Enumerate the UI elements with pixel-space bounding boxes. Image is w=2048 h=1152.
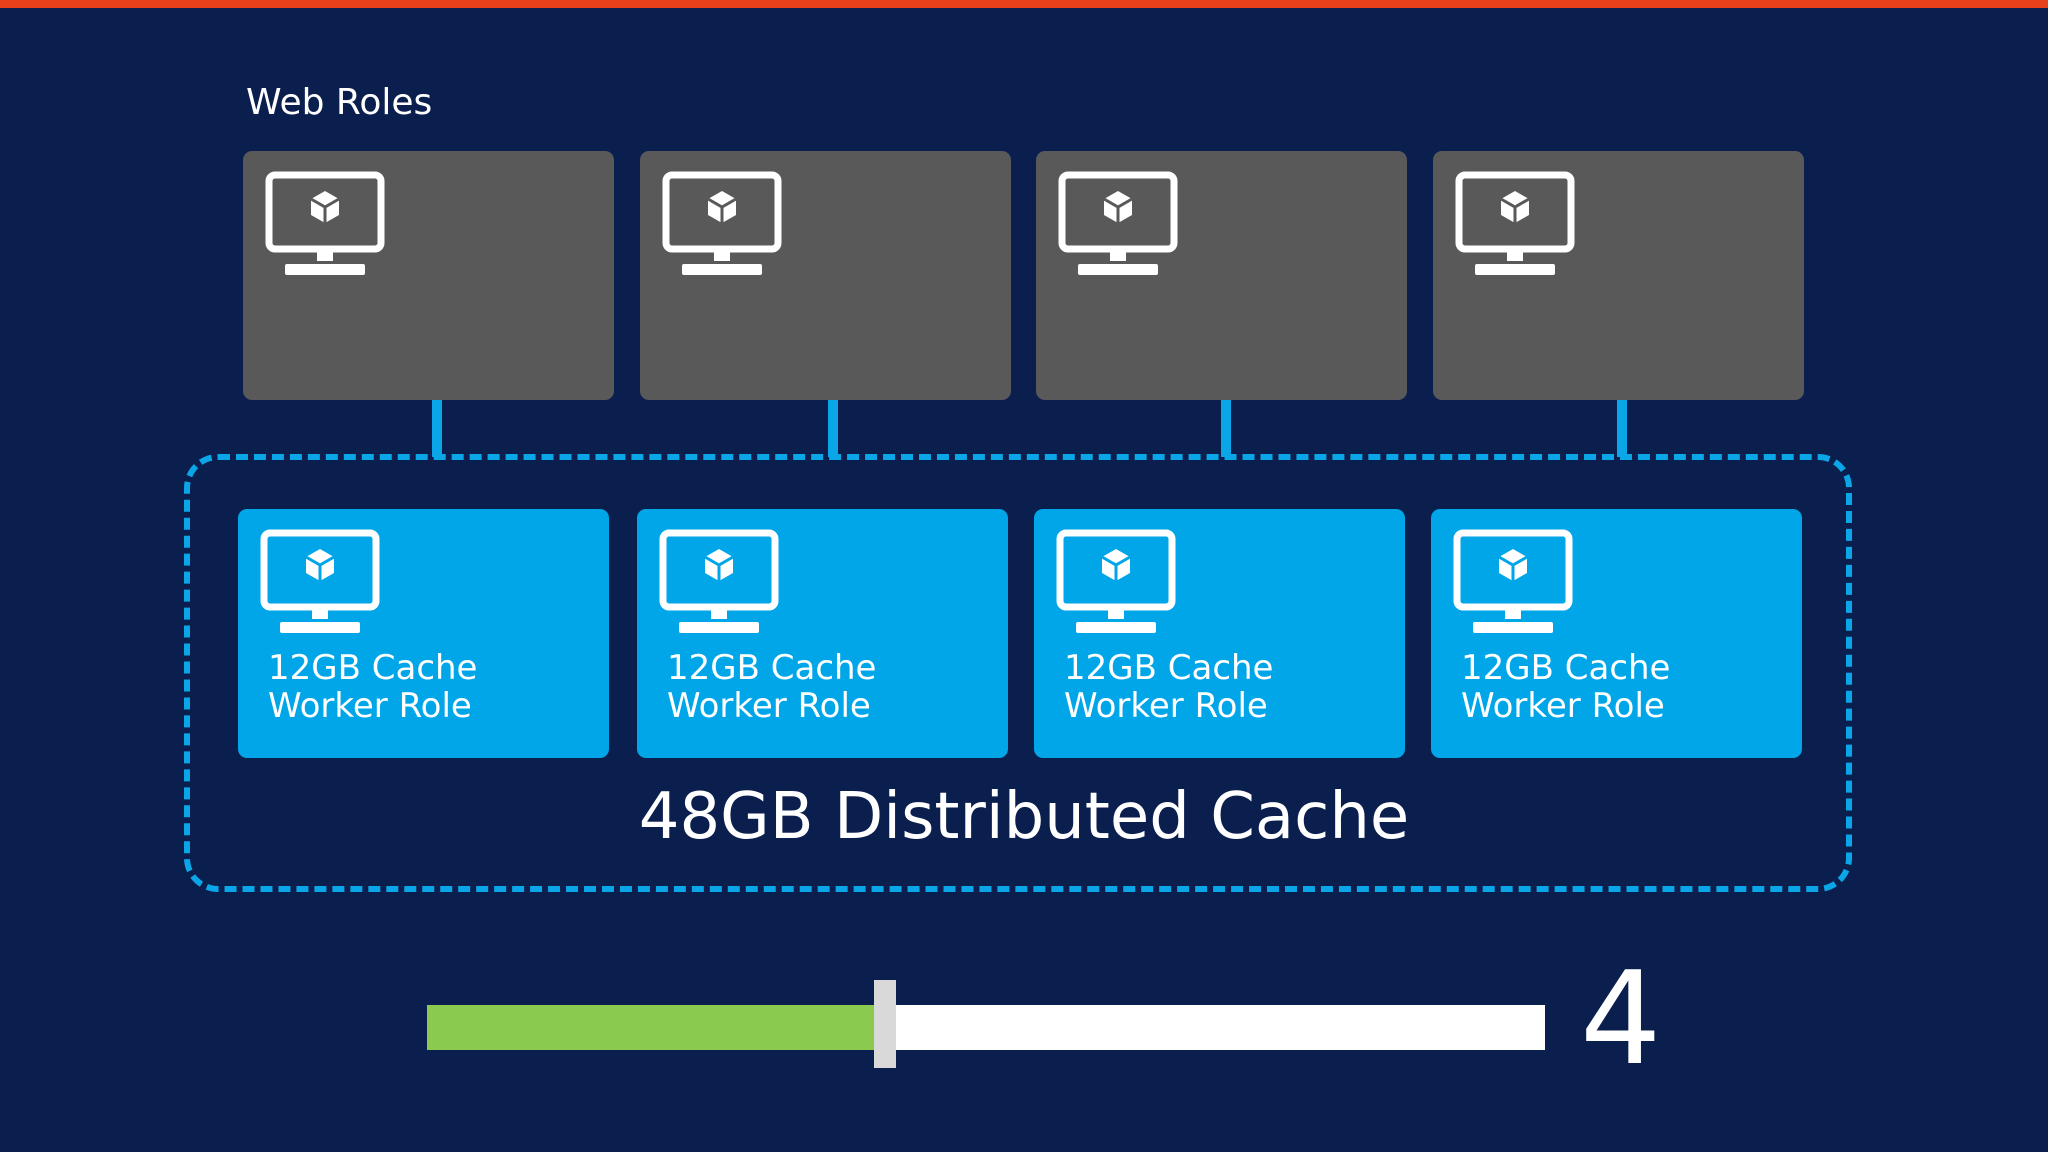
- cache-worker-role: 12GB Cache Worker Role: [1431, 509, 1802, 758]
- worker-role-name: Worker Role: [268, 686, 472, 726]
- worker-cache-size: 12GB Cache: [1461, 648, 1671, 688]
- vm-monitor-icon: [260, 529, 380, 633]
- cache-worker-role: 12GB Cache Worker Role: [238, 509, 609, 758]
- web-roles-title: Web Roles: [246, 82, 433, 123]
- worker-cache-size: 12GB Cache: [667, 648, 877, 688]
- distributed-cache-total: 48GB Distributed Cache: [638, 780, 1410, 854]
- worker-role-name: Worker Role: [1461, 686, 1665, 726]
- web-role-box: [1036, 151, 1407, 400]
- vm-monitor-icon: [1455, 171, 1575, 275]
- connector-line: [432, 400, 442, 457]
- instance-count-value: 4: [1580, 945, 1662, 1094]
- worker-role-name: Worker Role: [667, 686, 871, 726]
- web-role-box: [640, 151, 1011, 400]
- web-role-box: [1433, 151, 1804, 400]
- vm-monitor-icon: [1453, 529, 1573, 633]
- accent-bar: [0, 0, 2048, 8]
- vm-monitor-icon: [662, 171, 782, 275]
- vm-monitor-icon: [659, 529, 779, 633]
- distributed-cache-frame: [184, 454, 1852, 892]
- scale-slider-thumb[interactable]: [874, 980, 897, 1068]
- connector-line: [828, 400, 838, 457]
- scale-slider-fill: [427, 1005, 886, 1050]
- scale-slider-track[interactable]: [427, 1005, 1545, 1050]
- cache-worker-role: 12GB Cache Worker Role: [1034, 509, 1405, 758]
- worker-cache-size: 12GB Cache: [268, 648, 478, 688]
- web-role-box: [243, 151, 614, 400]
- connector-line: [1221, 400, 1231, 457]
- vm-monitor-icon: [265, 171, 385, 275]
- vm-monitor-icon: [1056, 529, 1176, 633]
- worker-role-name: Worker Role: [1064, 686, 1268, 726]
- worker-cache-size: 12GB Cache: [1064, 648, 1274, 688]
- connector-line: [1617, 400, 1627, 457]
- vm-monitor-icon: [1058, 171, 1178, 275]
- cache-worker-role: 12GB Cache Worker Role: [637, 509, 1008, 758]
